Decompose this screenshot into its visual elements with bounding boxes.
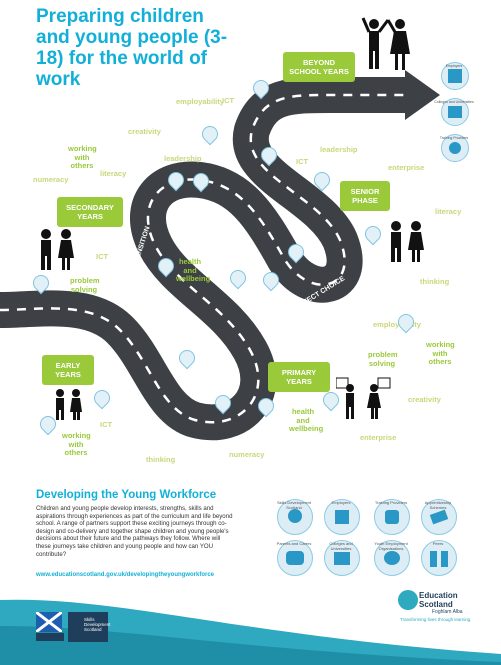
section-link[interactable]: www.educationscotland.gov.uk/developingt… bbox=[36, 572, 215, 578]
partner-label-3: Apprenticeship Schemes bbox=[424, 500, 452, 510]
education-scotland-name: Education Scotland bbox=[419, 591, 458, 609]
peer-icon-b bbox=[441, 551, 448, 567]
sds-logo: Skills Development Scotland bbox=[68, 612, 111, 642]
skill-working-with-others-bottom: working with others bbox=[62, 431, 91, 457]
skill-problem-solving-right: problem solving bbox=[368, 350, 398, 368]
partner-employers bbox=[324, 499, 360, 535]
education-scotland-gaelic: Foghlam Alba bbox=[432, 609, 463, 615]
skill-creativity-right: creativity bbox=[408, 395, 441, 404]
skill-ict: ICT bbox=[222, 96, 235, 105]
skill-problem-solving: problem solving bbox=[70, 276, 100, 294]
primary-pupils-figures bbox=[336, 377, 391, 419]
employers-side-icon bbox=[441, 62, 469, 90]
stage-early: EARLY YEARS bbox=[42, 355, 94, 385]
training-icon bbox=[449, 142, 461, 154]
page-title: Preparing children and young people (3-1… bbox=[36, 6, 228, 90]
partner-skills-development-scotland bbox=[277, 499, 313, 535]
skill-leadership-right: leadership bbox=[320, 145, 358, 154]
training-side-icon bbox=[441, 134, 469, 162]
section-heading: Developing the Young Workforce bbox=[36, 489, 217, 501]
partner-label-0: Skills Development Scotland bbox=[276, 500, 311, 510]
college-icon bbox=[448, 106, 462, 118]
road-graphic bbox=[0, 70, 440, 441]
stage-primary: PRIMARY YEARS bbox=[268, 362, 330, 392]
scottish-government-bar bbox=[36, 633, 64, 641]
skill-enterprise: enterprise bbox=[388, 163, 425, 172]
section-body: Children and young people develop intere… bbox=[36, 505, 233, 558]
footer-wave bbox=[0, 599, 501, 665]
partner-label-4: Parents and Carers bbox=[276, 541, 312, 546]
partner-label-7: Peers bbox=[432, 541, 444, 546]
partner-label-6: Youth Employment Organisations bbox=[374, 541, 408, 551]
skill-ict-left: ICT bbox=[96, 252, 109, 261]
early-years-figures bbox=[56, 389, 82, 420]
college-icon-2 bbox=[334, 552, 350, 565]
skill-enterprise-bottom: enterprise bbox=[360, 433, 397, 442]
stage-secondary: SECONDARY YEARS bbox=[57, 197, 123, 227]
building-icon-2 bbox=[335, 510, 349, 524]
skill-ict-mid: ICT bbox=[296, 157, 309, 166]
partner-parents-carers bbox=[277, 540, 313, 576]
diploma-icon bbox=[429, 509, 449, 525]
partner-training-providers bbox=[374, 499, 410, 535]
side-icon-label-employers: Employers bbox=[445, 64, 463, 68]
stage-senior: SENIOR PHASE bbox=[340, 181, 390, 211]
skill-leadership: leadership bbox=[164, 154, 202, 163]
skill-thinking-bottom: thinking bbox=[146, 455, 176, 464]
senior-pupils-figures bbox=[391, 221, 424, 262]
skill-working-with-others: working with others bbox=[68, 144, 97, 170]
partner-youth-employment bbox=[374, 540, 410, 576]
education-scotland-logo-icon bbox=[398, 590, 418, 610]
skill-employability: employability bbox=[176, 97, 224, 106]
skill-working-with-others-right: working with others bbox=[426, 340, 455, 366]
skill-literacy-right: literacy bbox=[435, 207, 462, 216]
side-icon-label-training: Training Providers bbox=[439, 136, 469, 140]
graduates-figures bbox=[361, 17, 410, 70]
skill-numeracy: numeracy bbox=[33, 175, 69, 184]
peer-icon-a bbox=[430, 551, 437, 567]
skill-numeracy-bottom: numeracy bbox=[229, 450, 265, 459]
skill-literacy: literacy bbox=[100, 169, 127, 178]
partner-label-5: Colleges and Universities bbox=[329, 541, 353, 551]
building-icon bbox=[448, 69, 462, 83]
partner-apprenticeship bbox=[421, 499, 457, 535]
training-icon-2 bbox=[385, 510, 399, 524]
colleges-side-icon bbox=[441, 98, 469, 126]
road-centre-line bbox=[0, 93, 410, 424]
partner-label-1: Employers bbox=[331, 500, 351, 505]
skill-ict-lower: ICT bbox=[100, 420, 113, 429]
skill-health-wellbeing: health and wellbeing bbox=[176, 257, 211, 283]
skill-thinking: thinking bbox=[420, 277, 450, 286]
youth-icon bbox=[384, 551, 400, 565]
family-icon bbox=[286, 551, 304, 565]
stage-beyond-school: BEYOND SCHOOL YEARS bbox=[283, 52, 355, 82]
partner-peers bbox=[421, 540, 457, 576]
sds-logo-text: Skills Development Scotland bbox=[84, 617, 111, 632]
secondary-pupils-figures bbox=[41, 229, 74, 270]
side-icon-label-colleges: Colleges and Universities bbox=[434, 100, 474, 104]
skill-health-wellbeing-bottom: health and wellbeing bbox=[289, 407, 324, 433]
skill-employability-right: employability bbox=[373, 320, 421, 329]
education-scotland-tagline: Transforming lives through learning bbox=[400, 617, 471, 622]
skill-creativity: creativity bbox=[128, 127, 161, 136]
road-arrowhead bbox=[405, 70, 440, 120]
head-icon bbox=[288, 509, 302, 523]
partner-colleges bbox=[324, 540, 360, 576]
saltire-flag-icon bbox=[36, 612, 62, 632]
partner-label-2: Training Providers bbox=[374, 500, 408, 505]
